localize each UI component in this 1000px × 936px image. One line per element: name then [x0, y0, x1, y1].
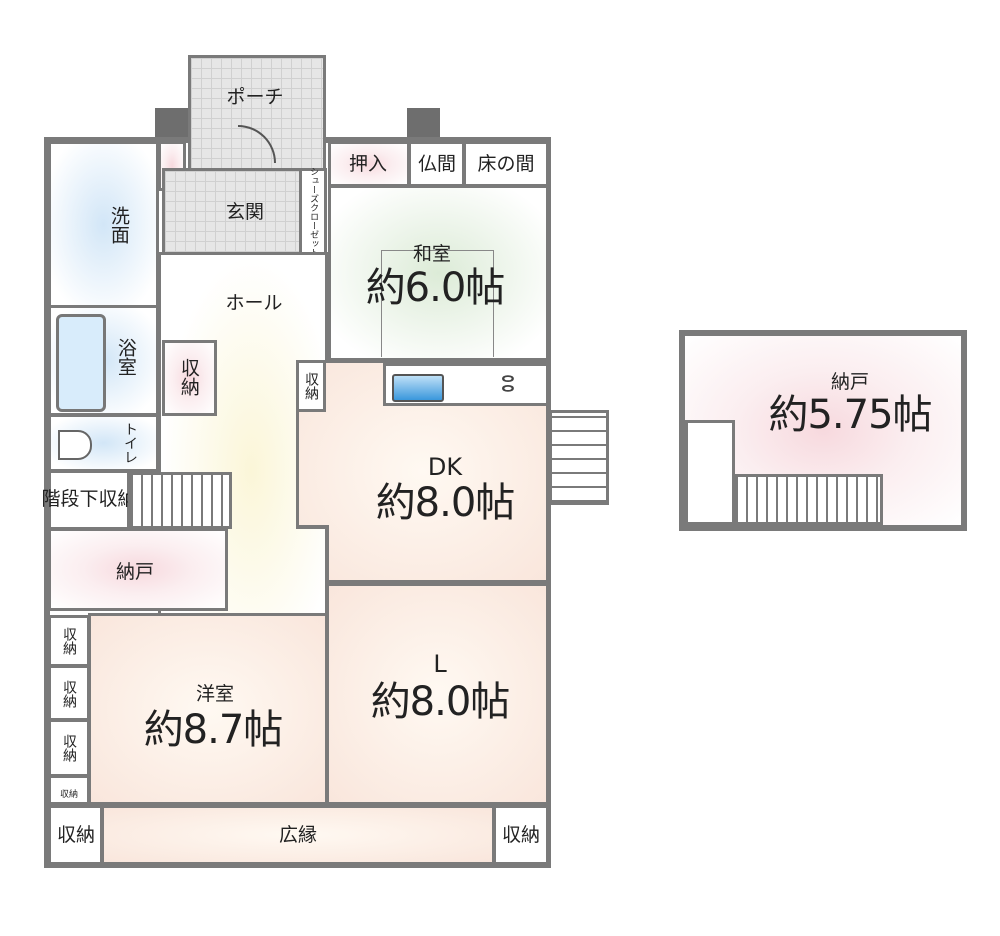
stove-icon: ⵓ [501, 372, 515, 398]
living [326, 583, 549, 805]
nando [48, 528, 228, 611]
closet [48, 719, 90, 777]
tatami-lines [381, 250, 494, 357]
sink-icon [392, 374, 444, 402]
wall [44, 137, 50, 867]
dk-storage-label: 収納 [303, 372, 320, 400]
shoe-closet [299, 168, 327, 256]
annex-size: 約5.75帖 [768, 392, 932, 438]
storage [162, 340, 217, 416]
hall-label: ホール [225, 292, 283, 315]
hiroen-label: 広縁 [278, 824, 318, 847]
bath-label: 浴室 [114, 338, 137, 376]
toilet-icon [58, 430, 92, 460]
annex-nando-label: 納戸 [830, 371, 870, 394]
closet-label: 収納 [61, 627, 78, 655]
nando-label: 納戸 [115, 561, 155, 584]
wall [325, 525, 329, 583]
wall [326, 137, 550, 143]
wall [44, 862, 551, 868]
closet-label: 収納 [61, 680, 78, 708]
closet [48, 615, 90, 667]
l-size: 約8.0帖 [370, 679, 511, 725]
storage-label: 収納 [56, 824, 96, 847]
senmen-label: 洗面 [107, 206, 130, 244]
wall [44, 137, 188, 143]
washitsu [328, 185, 549, 361]
closet-label: 収納 [59, 789, 79, 800]
storage-label: 収納 [177, 358, 200, 396]
closet [48, 775, 90, 805]
annex-stairs [733, 474, 883, 525]
butsuma-label: 仏間 [417, 153, 457, 176]
yoshitsu [88, 613, 328, 805]
shoe-closet-label: シューズクローゼット [308, 167, 319, 257]
dk-size: 約8.0帖 [375, 480, 516, 526]
genkan-label: 玄関 [225, 201, 265, 224]
hiroen-storage-left [48, 805, 103, 865]
hiroen-storage-right [493, 805, 549, 865]
bathtub-icon [56, 314, 106, 412]
closet-label: 収納 [61, 734, 78, 762]
closet [48, 665, 90, 721]
annex-landing [685, 420, 735, 525]
dk-label: DK [427, 453, 463, 482]
washitsu-size: 約6.0帖 [365, 265, 506, 311]
senmen [48, 141, 159, 308]
l-label: L [433, 650, 447, 679]
stairs [128, 472, 232, 529]
tokonoma-label: 床の間 [477, 153, 535, 176]
oshiire-label: 押入 [348, 153, 388, 176]
dk-storage [296, 360, 326, 412]
porch [188, 55, 326, 170]
yoshitsu-size: 約8.7帖 [143, 707, 284, 753]
porch-label: ポーチ [226, 86, 284, 109]
under-stairs-label: 階段下収納 [41, 488, 137, 511]
yoshitsu-label: 洋室 [195, 683, 235, 706]
storage-label: 収納 [501, 824, 541, 847]
toilet-label: トイレ [122, 422, 139, 464]
wall [296, 525, 328, 529]
outside-steps [549, 410, 609, 505]
washitsu-label: 和室 [412, 243, 452, 266]
